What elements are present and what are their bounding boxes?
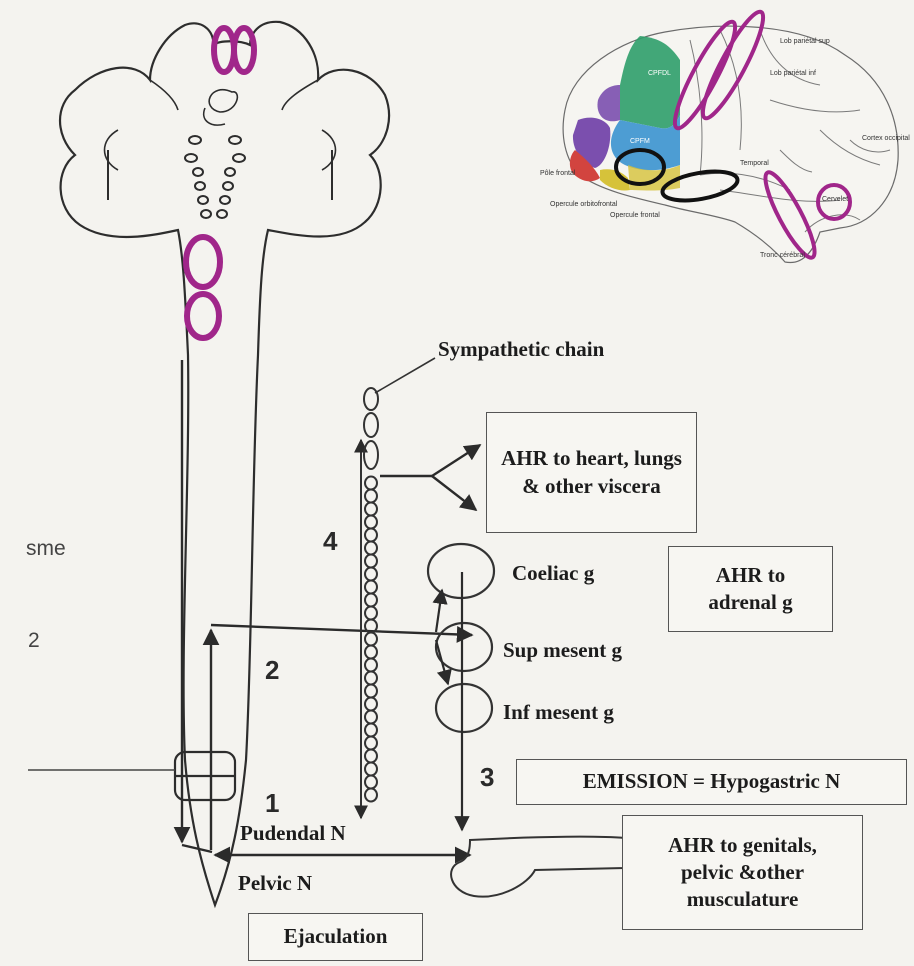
chain-link	[365, 529, 377, 542]
box-ejaculation: Ejaculation	[248, 913, 423, 961]
chain-link	[365, 581, 377, 594]
chain-link	[365, 503, 377, 516]
chain-link	[365, 737, 377, 750]
brain-label-operculum-frontal: Opercule frontal	[610, 212, 660, 219]
box-ahr-heart-lungs: AHR to heart, lungs & other viscera	[486, 412, 697, 533]
brain-inset	[563, 6, 898, 262]
heart-branch-arrows	[380, 445, 480, 510]
brain-label-pole-frontal: Pôle frontal	[540, 170, 575, 177]
chain-link	[365, 659, 377, 672]
chain-link	[365, 633, 377, 646]
brain-label-cpfdl: CPFDL	[648, 70, 671, 77]
brain-label-cortex-occipital: Cortex occipital	[862, 135, 910, 142]
label-pelvic: Pelvic N	[238, 873, 312, 894]
number-2: 2	[265, 657, 279, 683]
number-1: 1	[265, 790, 279, 816]
chain-links	[365, 477, 377, 802]
genital-outline	[451, 837, 638, 897]
inf-mesent-ganglion	[436, 684, 492, 732]
chain-link	[365, 711, 377, 724]
label-sympathetic-chain: Sympathetic chain	[438, 339, 604, 360]
brain-label-cervelet: Cervelet	[822, 196, 848, 203]
chain-link	[365, 672, 377, 685]
brainstem-spinal-cord	[60, 22, 389, 905]
brain-label-parietal-inf: Lob pariétal inf	[770, 70, 816, 77]
chain-link	[365, 555, 377, 568]
brain-label-cpfm: CPFM	[630, 138, 650, 145]
brain-label-operculum-orbitofrontal: Opercule orbitofrontal	[550, 201, 617, 208]
chain-link	[365, 776, 377, 789]
number-4: 4	[323, 528, 337, 554]
brain-label-temporal: Temporal	[740, 160, 769, 167]
chain-link	[365, 607, 377, 620]
chain-link	[365, 490, 377, 503]
chain-link	[365, 542, 377, 555]
left-edge-text-sme: sme	[26, 538, 66, 559]
chain-link	[365, 789, 377, 802]
label-inf-mesent: Inf mesent g	[503, 702, 614, 723]
spinal-pathway-arrows	[182, 360, 472, 855]
left-edge-text-2: 2	[28, 630, 40, 651]
number-3: 3	[480, 764, 494, 790]
box-ahr-adrenal: AHR to adrenal g	[668, 546, 833, 632]
chain-link	[365, 646, 377, 659]
brainstem-nuclei	[185, 136, 245, 218]
brain-label-tronc-cerebral: Tronc cérébral	[760, 252, 805, 259]
chain-link	[365, 516, 377, 529]
chain-link	[365, 763, 377, 776]
chain-link	[365, 685, 377, 698]
sup-mesent-ganglion	[436, 623, 492, 671]
box-emission: EMISSION = Hypogastric N	[516, 759, 907, 805]
label-coeliac: Coeliac g	[512, 563, 594, 584]
label-sup-mesent: Sup mesent g	[503, 640, 622, 661]
chain-link	[365, 477, 377, 490]
chain-link	[365, 568, 377, 581]
box-ahr-genitals: AHR to genitals, pelvic &other musculatu…	[622, 815, 863, 930]
sympathetic-chain-leader	[375, 358, 435, 393]
label-pudendal: Pudendal N	[240, 823, 346, 844]
ganglia-arrows	[436, 572, 462, 830]
brain-label-parietal-sup: Lob pariétal sup	[780, 38, 830, 45]
chain-link	[365, 724, 377, 737]
chain-link	[365, 594, 377, 607]
chain-link	[365, 750, 377, 763]
chain-link	[365, 698, 377, 711]
